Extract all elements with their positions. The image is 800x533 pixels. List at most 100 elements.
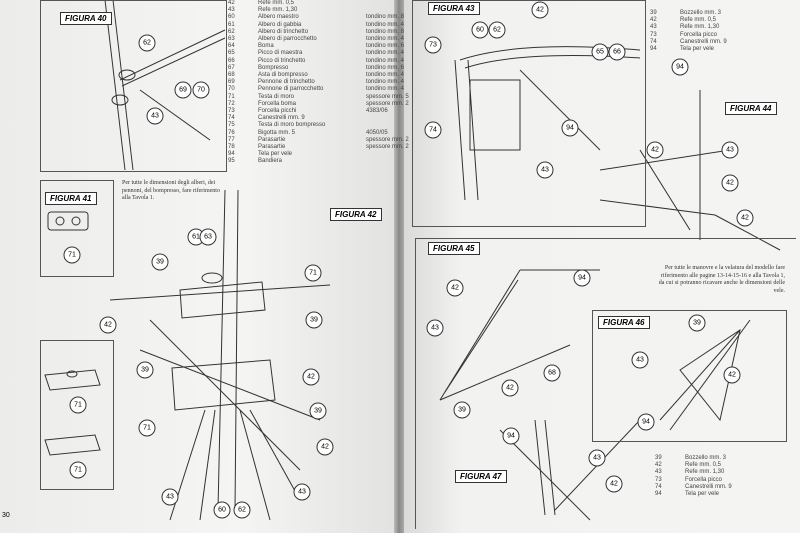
part-number: 69 [228,79,235,86]
parts-list-row: 74 Canestrelli mm. 9 [650,39,788,46]
part-number: 76 [228,129,235,136]
part-number: 71 [228,93,235,100]
part-spec: tondino mm. 4 [366,21,405,28]
part-description: Bompresso [258,64,289,71]
part-spec: tondino mm. 4 [366,50,405,57]
fig43-frame [412,0,646,227]
part-description: Picco di trinchetto [258,57,306,64]
part-callout: 43 [631,351,649,369]
part-description: Testa di moro [258,93,295,100]
part-spec: tondino mm. 6 [366,43,405,50]
part-callout: 39 [688,314,706,332]
part-description: Parasartie [258,144,286,151]
part-number: 70 [228,86,235,93]
part-number: 61 [228,21,235,28]
part-spec: spessore mm. 5 [366,93,409,100]
page-number: 30 [2,512,10,519]
part-number: 62 [228,28,235,35]
part-callout: 63 [199,228,217,246]
part-spec: spessore mm. 2 [366,136,409,143]
part-callout: 43 [721,141,739,159]
part-description: Testa di moro bompresso [258,122,326,129]
part-number: 43 [655,469,662,476]
part-description: Forcella picco [680,31,718,38]
part-description: Parasartie [258,136,286,143]
part-description: Bigotta mm. 5 [258,129,296,136]
part-description: Canestrelli mm. 9 [685,483,732,490]
part-number: 94 [655,491,662,498]
part-callout: 62 [138,34,156,52]
part-description: Albero di trinchetto [258,28,309,35]
part-description: Refe mm. 0,5 [685,462,722,469]
part-description: Canestrelli mm. 9 [680,38,727,45]
part-callout: 43 [146,107,164,125]
part-description: Refe mm. 1,30 [680,24,720,31]
part-callout: 42 [316,438,334,456]
part-number: 73 [228,108,235,115]
part-callout: 94 [573,269,591,287]
part-description: Albero di gabbia [258,21,302,28]
part-callout: 62 [233,501,251,519]
part-spec: tondino mm. 8 [366,14,405,21]
part-description: Forcella picchi [258,108,297,115]
part-callout: 94 [561,119,579,137]
part-number: 78 [228,144,235,151]
part-spec: tondino mm. 8 [366,28,405,35]
fig41-detail-frame [40,340,114,490]
part-callout: 43 [293,483,311,501]
part-description: Albero maestro [258,14,299,21]
fig45-label: FIGURA 45 [428,242,480,255]
part-callout: 43 [161,488,179,506]
parts-list-row: 62 Albero di trinchetto tondino mm. 8 [228,29,409,36]
part-callout: 42 [605,475,623,493]
part-callout: 42 [501,379,519,397]
part-callout: 69 [174,81,192,99]
fig42-drawing [109,189,331,521]
part-callout: 74 [424,121,442,139]
part-callout: 68 [543,364,561,382]
part-callout: 94 [637,413,655,431]
part-callout: 43 [536,161,554,179]
part-callout: 39 [136,361,154,379]
part-number: 75 [228,122,235,129]
part-description: Refe mm. 0,5 [258,0,295,6]
part-number: 66 [228,57,235,64]
fig43-label: FIGURA 43 [428,2,480,15]
part-callout: 42 [646,141,664,159]
fig40-drawing [104,0,226,171]
part-number: 74 [650,38,657,45]
fig47-label: FIGURA 47 [455,470,507,483]
fig46-frame [592,310,787,442]
part-callout: 43 [426,319,444,337]
fig41-frame [40,180,114,277]
part-callout: 70 [192,81,210,99]
fig41-drawing [44,211,101,456]
part-callout: 73 [424,36,442,54]
part-callout: 71 [138,419,156,437]
book-spine [394,0,404,533]
part-description: Refe mm. 0,5 [680,17,717,24]
part-description: Tela per vele [685,491,720,498]
part-number: 64 [228,43,235,50]
part-spec: tondino mm. 4 [366,36,405,43]
part-spec: spessore mm. 2 [366,144,409,151]
part-spec: tondino mm. 6 [366,64,405,71]
part-description: Pennone di parrocchetto [258,86,324,93]
parts-list-row: 75 Testa di moro bompresso [228,122,409,129]
part-callout: 94 [502,427,520,445]
part-number: 63 [228,36,235,43]
